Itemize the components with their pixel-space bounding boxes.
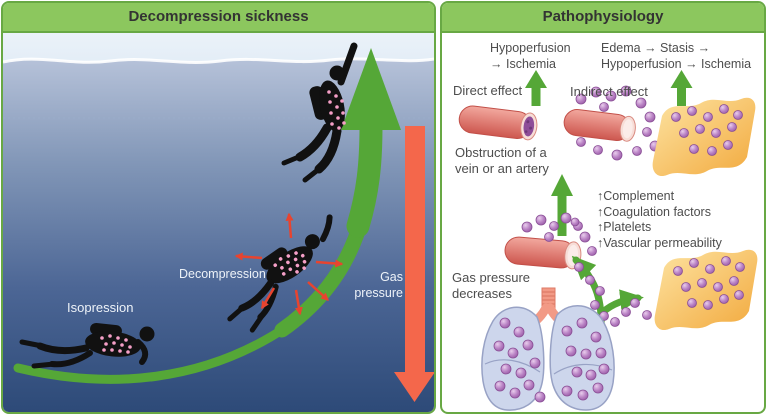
diver-fin [302,166,322,183]
cascade-item: ↑Coagulation factors [597,204,711,219]
left-panel-header: Decompression sickness [3,3,434,33]
right-panel-title: Pathophysiology [542,8,664,25]
lung-fissure [484,359,541,373]
water-surface-wave [3,57,434,64]
down-arrowhead [394,372,434,402]
diver-isopression [19,322,155,369]
text-line: vein or an artery [455,161,549,176]
expansion-arrows [234,212,344,316]
text-line: Hypoperfusion [490,41,571,55]
text-line: Obstruction of a [455,145,547,160]
underwater-scene: Isopression Decompression Gas pressure [3,33,434,412]
gas-bubbles-around-vessel [575,85,661,161]
gas-pressure-label: Gas pressure [354,269,403,301]
nitrogen-bubbles-on-diver [273,251,307,276]
gas-bubbles-in-tissue [673,256,745,310]
direct-outcome-text: Hypoperfusion → Ischemia [490,40,571,72]
gas-pressure-decreases-label: Gas pressure decreases [452,270,530,302]
text-line: Edema → Stasis → [601,41,711,55]
diver-decompression [227,212,344,333]
text-line: Gas pressure [452,270,531,285]
direct-effect-label: Direct effect [453,83,523,98]
ascent-curve-arrow [13,48,401,384]
tissue-top [652,97,756,177]
underwater-illustration [3,33,434,412]
vessel-gas-entry [504,236,582,270]
tissue-bottom [654,249,758,331]
diver-head [329,65,345,81]
down-arrow-stem [405,126,425,374]
diver-fin [227,304,246,322]
text-line: Hypoperfusion → Ischemia [601,57,752,71]
right-panel-header: Pathophysiology [442,3,764,33]
obstructed-vessel [458,105,538,141]
indirect-effect-label: Indirect effect [570,84,648,99]
diver-fin [31,361,57,369]
scuba-tank [260,247,288,270]
gas-pressure-down-arrow [394,126,434,402]
direct-effect-arrow [525,70,547,106]
obstruction-caption: Obstruction of a vein or an artery [455,145,549,177]
panel-decompression-sickness: Decompression sickness [1,1,436,414]
diver-ascending [281,42,358,183]
diver-arm [319,214,333,243]
text-line: decreases [452,286,512,301]
diver-leg [314,126,342,174]
indirect-effect-arrow [670,70,693,106]
diver-head [304,234,320,250]
gas-bubbles-in-lungs [493,317,610,403]
lungs [481,287,615,411]
sea-water [3,58,434,412]
gas-bubbles-in-tissue [671,104,743,156]
decompression-label: Decompression [179,267,266,281]
diver-fin [19,339,45,349]
cascade-item: ↑Platelets [597,220,652,234]
indirect-outcome-text: Edema → Stasis → Hypoperfusion → Ischemi… [601,40,751,72]
cascade-item: ↑Complement [597,189,675,203]
diver-fin [281,153,304,166]
left-panel-title: Decompression sickness [128,8,309,25]
gas-bubble-trail [574,262,652,327]
leaky-vessel [563,109,636,142]
diver-fin [249,313,265,333]
isopression-label: Isopression [67,300,134,315]
text-line: pressure [354,286,403,300]
cascade-item: ↑Vascular permeability [597,235,722,250]
nitrogen-bubbles-on-diver [327,90,346,130]
pathophysiology-scene: Hypoperfusion → Ischemia Edema → Stasis … [442,33,764,412]
text-line: → Ischemia [490,57,556,71]
nitrogen-bubbles-on-diver [100,334,132,354]
cascade-list: ↑Complement ↑Coagulation factors ↑Platel… [597,189,722,251]
panel-pathophysiology: Pathophysiology [440,1,766,414]
diver-head [139,326,155,342]
text-line: Gas [380,270,403,284]
ascent-arrowhead [341,48,401,130]
pathophysiology-illustration [458,70,758,411]
gas-bubbles-entering-vessel [521,212,597,256]
